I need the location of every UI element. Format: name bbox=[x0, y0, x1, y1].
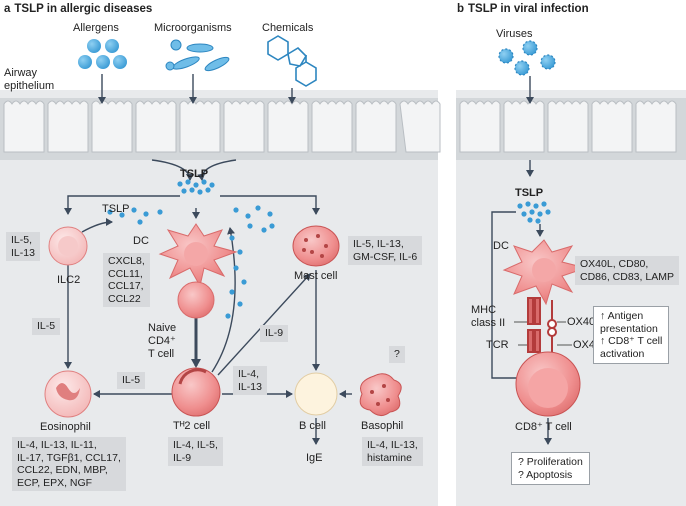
panel-a-title-text: TSLP in allergic diseases bbox=[14, 3, 153, 15]
basophil-label: Basophil bbox=[361, 420, 404, 432]
mast-cell-label: Mast cell bbox=[294, 270, 338, 282]
th2-label: Tᴴ2 cell bbox=[173, 420, 211, 432]
mhc-class-ii-label: MHC class II bbox=[471, 304, 506, 329]
eosinophil-cell bbox=[44, 370, 92, 418]
dc-label: DC bbox=[133, 235, 149, 247]
ilc2-label: ILC2 bbox=[57, 274, 81, 286]
th2-cell bbox=[171, 367, 221, 417]
panel-b-letter: b bbox=[457, 3, 465, 15]
mast-cytokines-box: IL-5, IL-13, GM-CSF, IL-6 bbox=[348, 236, 423, 265]
eosinophil-mediators-box: IL-4, IL-13, IL-11, IL-17, TGFβ1, CCL17,… bbox=[12, 437, 126, 491]
airway-epithelium-a bbox=[0, 98, 441, 160]
tslp-dots-a bbox=[107, 179, 275, 319]
dc-chemokines-box: CXCL8, CCL11, CCL17, CCL22 bbox=[103, 253, 150, 307]
dc-markers-box: OX40L, CD80, CD86, CD83, LAMP bbox=[575, 256, 679, 285]
effects-box: ↑ Antigen presentation ↑ CD8⁺ T cell act… bbox=[593, 306, 670, 364]
mhc-tcr-synapse bbox=[527, 297, 557, 353]
tslp-to-mast-arrow bbox=[220, 195, 320, 215]
panel-a-letter: a bbox=[4, 3, 11, 15]
dc-b-label: DC bbox=[493, 240, 509, 252]
viruses-label: Viruses bbox=[496, 28, 533, 40]
epithelium-to-tslp-right-arrow bbox=[197, 159, 237, 181]
basophil-question-box: ? bbox=[389, 346, 405, 363]
ox40l-label: OX40L bbox=[567, 316, 602, 328]
tslp-label-a: TSLP bbox=[180, 168, 209, 180]
naive-cd4-t-cell bbox=[177, 281, 215, 319]
epithelium-to-tslp-left-arrow bbox=[151, 159, 194, 181]
tslp-to-cd8-arrow bbox=[491, 211, 531, 382]
airway-epithelium-label: Airway epithelium bbox=[4, 67, 55, 92]
il5-ilc2-box: IL-5 bbox=[32, 318, 61, 335]
th2-to-mast-arrow bbox=[217, 273, 311, 376]
il5-th2-box: IL-5 bbox=[117, 372, 146, 389]
chemicals-icon bbox=[267, 35, 317, 87]
microorganisms-icon bbox=[165, 39, 230, 72]
th2-cytokines-box: IL-4, IL-5, IL-9 bbox=[168, 437, 223, 466]
dc-cell bbox=[158, 223, 238, 288]
outcomes-box: ? Proliferation ? Apoptosis bbox=[511, 452, 590, 485]
cd8-t-cell-label: CD8⁺ T cell bbox=[515, 421, 572, 433]
ilc2-cell bbox=[48, 226, 88, 266]
il9-box: IL-9 bbox=[260, 325, 289, 342]
ige-label: IgE bbox=[306, 452, 323, 464]
chemicals-label: Chemicals bbox=[262, 22, 314, 34]
b-cell bbox=[294, 372, 338, 416]
panel-b-title-text: TSLP in viral infection bbox=[468, 3, 589, 15]
eosinophil-label: Eosinophil bbox=[40, 421, 91, 433]
cd8-t-cell bbox=[515, 351, 581, 417]
airway-epithelium-b bbox=[456, 98, 686, 160]
basophil-cell bbox=[359, 373, 402, 416]
basophil-mediators-box: IL-4, IL-13, histamine bbox=[362, 437, 423, 466]
naive-cd4-label: Naive CD4⁺ T cell bbox=[148, 322, 177, 360]
tslp-to-ilc2-arrow bbox=[64, 195, 180, 215]
allergens-icon bbox=[78, 39, 127, 69]
il4-il13-box: IL-4, IL-13 bbox=[233, 366, 267, 395]
tcr-label: TCR bbox=[486, 339, 509, 351]
dc-cell-b bbox=[502, 239, 588, 306]
tslp-small-label: TSLP bbox=[102, 203, 130, 215]
allergens-label: Allergens bbox=[73, 22, 119, 34]
tslp-dots-b bbox=[517, 201, 551, 224]
tslp-label-b: TSLP bbox=[515, 187, 544, 199]
viruses-icon bbox=[498, 40, 556, 76]
b-cell-label: B cell bbox=[299, 420, 326, 432]
ilc2-tslp-arrow bbox=[81, 218, 113, 233]
ilc2-cytokines-box: IL-5, IL-13 bbox=[6, 232, 40, 261]
th2-feedback-arrow bbox=[211, 227, 236, 373]
microorganisms-label: Microorganisms bbox=[154, 22, 232, 34]
mast-cell bbox=[292, 225, 340, 267]
